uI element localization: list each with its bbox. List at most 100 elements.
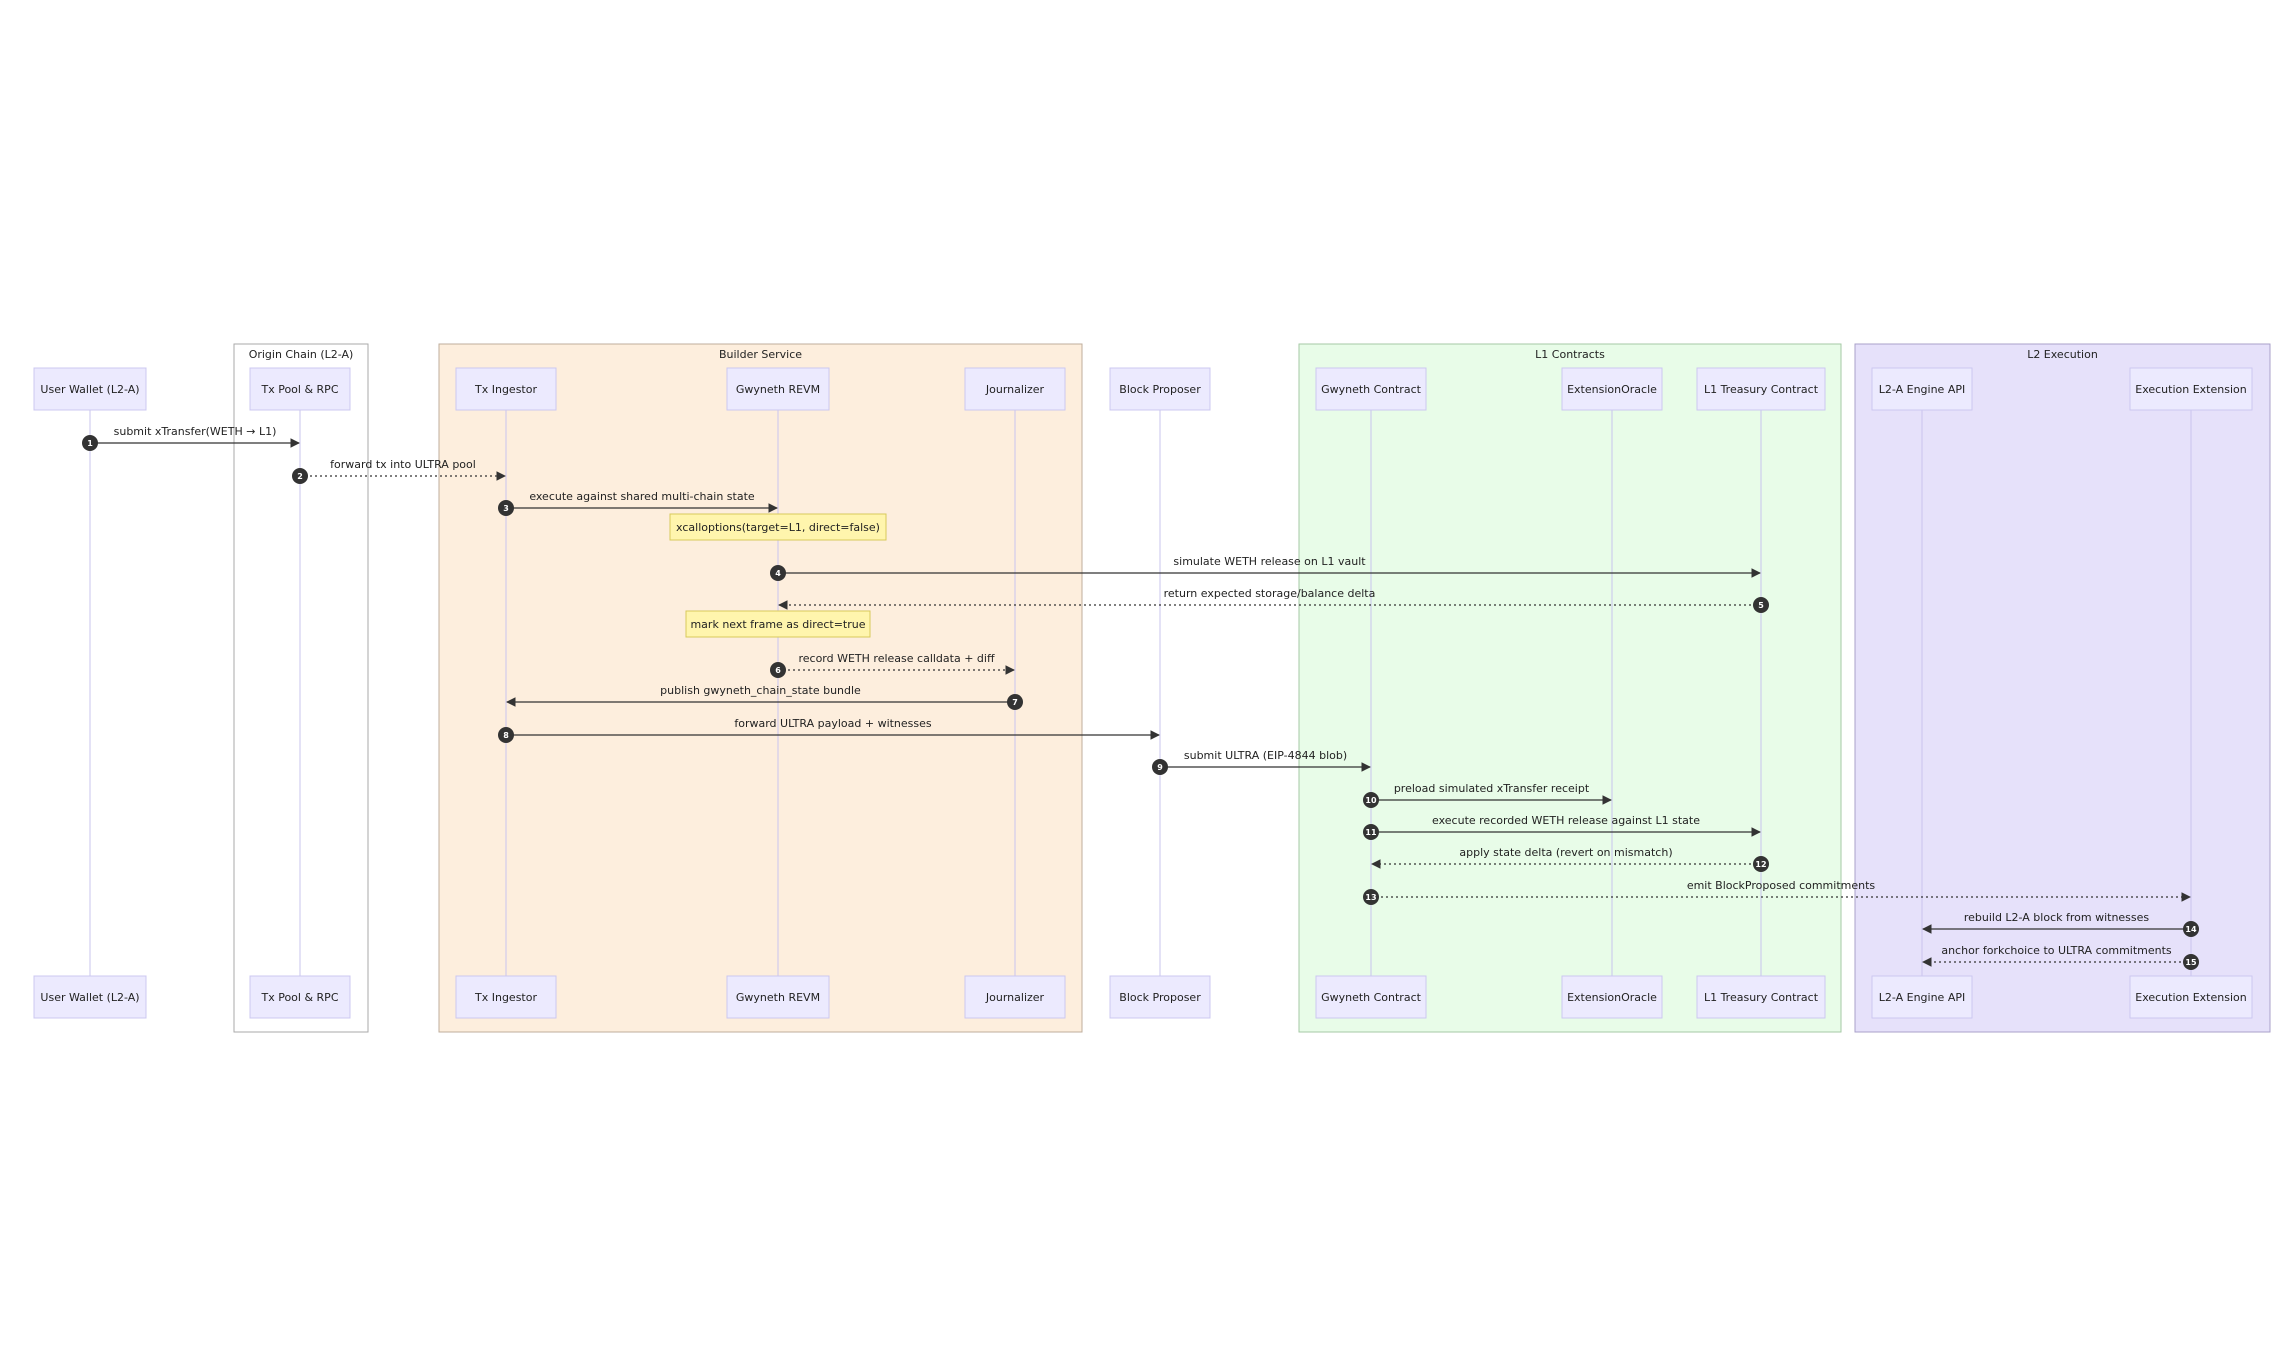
actor-label: ExtensionOracle [1567, 383, 1657, 396]
message-label: preload simulated xTransfer receipt [1394, 782, 1590, 795]
message-4: simulate WETH release on L1 vault 4 [770, 555, 1761, 581]
note-label: mark next frame as direct=true [690, 618, 865, 631]
actor-journalizer-top: Journalizer [964, 367, 1066, 411]
actor-box [1315, 367, 1427, 411]
sequence-number: 8 [503, 731, 509, 740]
sequence-number-badge [498, 727, 514, 743]
note-box [669, 513, 887, 541]
sequence-number-badge [82, 435, 98, 451]
message-label: publish gwyneth_chain_state bundle [660, 684, 861, 697]
sequence-number: 4 [775, 569, 781, 578]
message-7: publish gwyneth_chain_state bundle 7 [506, 684, 1023, 710]
sequence-number: 5 [1758, 601, 1764, 610]
actor-label: User Wallet (L2-A) [40, 991, 139, 1004]
message-6: record WETH release calldata + diff 6 [770, 652, 1015, 678]
group-builder: Builder Service [438, 343, 1083, 1033]
message-label: apply state delta (revert on mismatch) [1459, 846, 1672, 859]
actor-extension-top: Execution Extension [2129, 367, 2253, 411]
actor-box [1109, 367, 1211, 411]
message-label: record WETH release calldata + diff [798, 652, 994, 665]
actor-label: Tx Ingestor [474, 991, 537, 1004]
actor-label: Tx Pool & RPC [260, 383, 338, 396]
sequence-number: 7 [1012, 698, 1018, 707]
sequence-number-badge [770, 565, 786, 581]
group-box-builder [438, 343, 1083, 1033]
sequence-number-badge [1753, 856, 1769, 872]
actor-proposer-bottom: Block Proposer [1109, 975, 1211, 1019]
message-10: preload simulated xTransfer receipt 10 [1363, 782, 1612, 808]
sequence-number: 3 [503, 504, 509, 513]
actor-box [964, 975, 1066, 1019]
message-label: execute against shared multi-chain state [529, 490, 755, 503]
sequence-number: 13 [1365, 893, 1376, 902]
sequence-number: 12 [1755, 860, 1766, 869]
message-2: forward tx into ULTRA pool 2 [292, 458, 506, 484]
sequence-number-badge [2183, 921, 2199, 937]
sequence-number: 2 [297, 472, 303, 481]
message-8: forward ULTRA payload + witnesses 8 [498, 717, 1160, 743]
sequence-number: 6 [775, 666, 781, 675]
message-label: submit xTransfer(WETH → L1) [114, 425, 277, 438]
actor-txpool-bottom: Tx Pool & RPC [249, 975, 351, 1019]
group-origin: Origin Chain (L2-A) [233, 343, 369, 1033]
actor-oracle-top: ExtensionOracle [1561, 367, 1663, 411]
message-label: execute recorded WETH release against L1… [1432, 814, 1700, 827]
message-label: forward ULTRA payload + witnesses [734, 717, 932, 730]
actor-label: L2-A Engine API [1879, 383, 1965, 396]
actor-label: Tx Pool & RPC [260, 991, 338, 1004]
message-label: simulate WETH release on L1 vault [1173, 555, 1366, 568]
actor-journalizer-bottom: Journalizer [964, 975, 1066, 1019]
note-1: xcalloptions(target=L1, direct=false) [669, 513, 887, 541]
group-l2: L2 Execution [1854, 343, 2271, 1033]
sequence-number-badge [498, 500, 514, 516]
group-l1: L1 Contracts [1298, 343, 1842, 1033]
actor-label: Journalizer [985, 383, 1045, 396]
actor-label: Execution Extension [2135, 991, 2247, 1004]
actor-box [455, 975, 557, 1019]
actor-box [455, 367, 557, 411]
actor-engine-bottom: L2-A Engine API [1871, 975, 1973, 1019]
actor-label: ExtensionOracle [1567, 991, 1657, 1004]
actor-label: L1 Treasury Contract [1704, 991, 1819, 1004]
sequence-number-badge [1152, 759, 1168, 775]
actor-ingestor-bottom: Tx Ingestor [455, 975, 557, 1019]
actor-box [249, 975, 351, 1019]
message-11: execute recorded WETH release against L1… [1363, 814, 1761, 840]
actor-box [1871, 975, 1973, 1019]
actor-label: Journalizer [985, 991, 1045, 1004]
message-label: emit BlockProposed commitments [1687, 879, 1876, 892]
actor-label: Gwyneth REVM [736, 383, 820, 396]
actor-label: Block Proposer [1119, 991, 1201, 1004]
actor-proposer-top: Block Proposer [1109, 367, 1211, 411]
actor-label: Gwyneth Contract [1321, 991, 1422, 1004]
group-title-builder: Builder Service [719, 348, 802, 361]
sequence-number: 15 [2185, 958, 2197, 967]
sequence-number: 9 [1157, 763, 1163, 772]
actor-label: Gwyneth Contract [1321, 383, 1422, 396]
message-label: forward tx into ULTRA pool [330, 458, 476, 471]
sequence-number: 10 [1365, 796, 1377, 805]
group-box-l2 [1854, 343, 2271, 1033]
actor-box [33, 367, 147, 411]
sequence-number-badge [1753, 597, 1769, 613]
group-box-origin [233, 343, 369, 1033]
actor-label: User Wallet (L2-A) [40, 383, 139, 396]
message-label: return expected storage/balance delta [1164, 587, 1376, 600]
message-1: submit xTransfer(WETH → L1)1 [82, 425, 300, 451]
actor-revm-bottom: Gwyneth REVM [726, 975, 830, 1019]
sequence-number-badge [1007, 694, 1023, 710]
actor-gwyneth-bottom: Gwyneth Contract [1315, 975, 1427, 1019]
group-title-origin: Origin Chain (L2-A) [249, 348, 354, 361]
sequence-number-badge [1363, 792, 1379, 808]
actor-oracle-bottom: ExtensionOracle [1561, 975, 1663, 1019]
note-label: xcalloptions(target=L1, direct=false) [676, 521, 880, 534]
message-12: apply state delta (revert on mismatch) 12 [1371, 846, 1769, 872]
actor-box [964, 367, 1066, 411]
actor-label: L2-A Engine API [1879, 991, 1965, 1004]
actor-box [726, 367, 830, 411]
sequence-number: 11 [1365, 828, 1377, 837]
message-9: submit ULTRA (EIP-4844 blob)9 [1152, 749, 1371, 775]
group-box-l1 [1298, 343, 1842, 1033]
actor-box [2129, 975, 2253, 1019]
